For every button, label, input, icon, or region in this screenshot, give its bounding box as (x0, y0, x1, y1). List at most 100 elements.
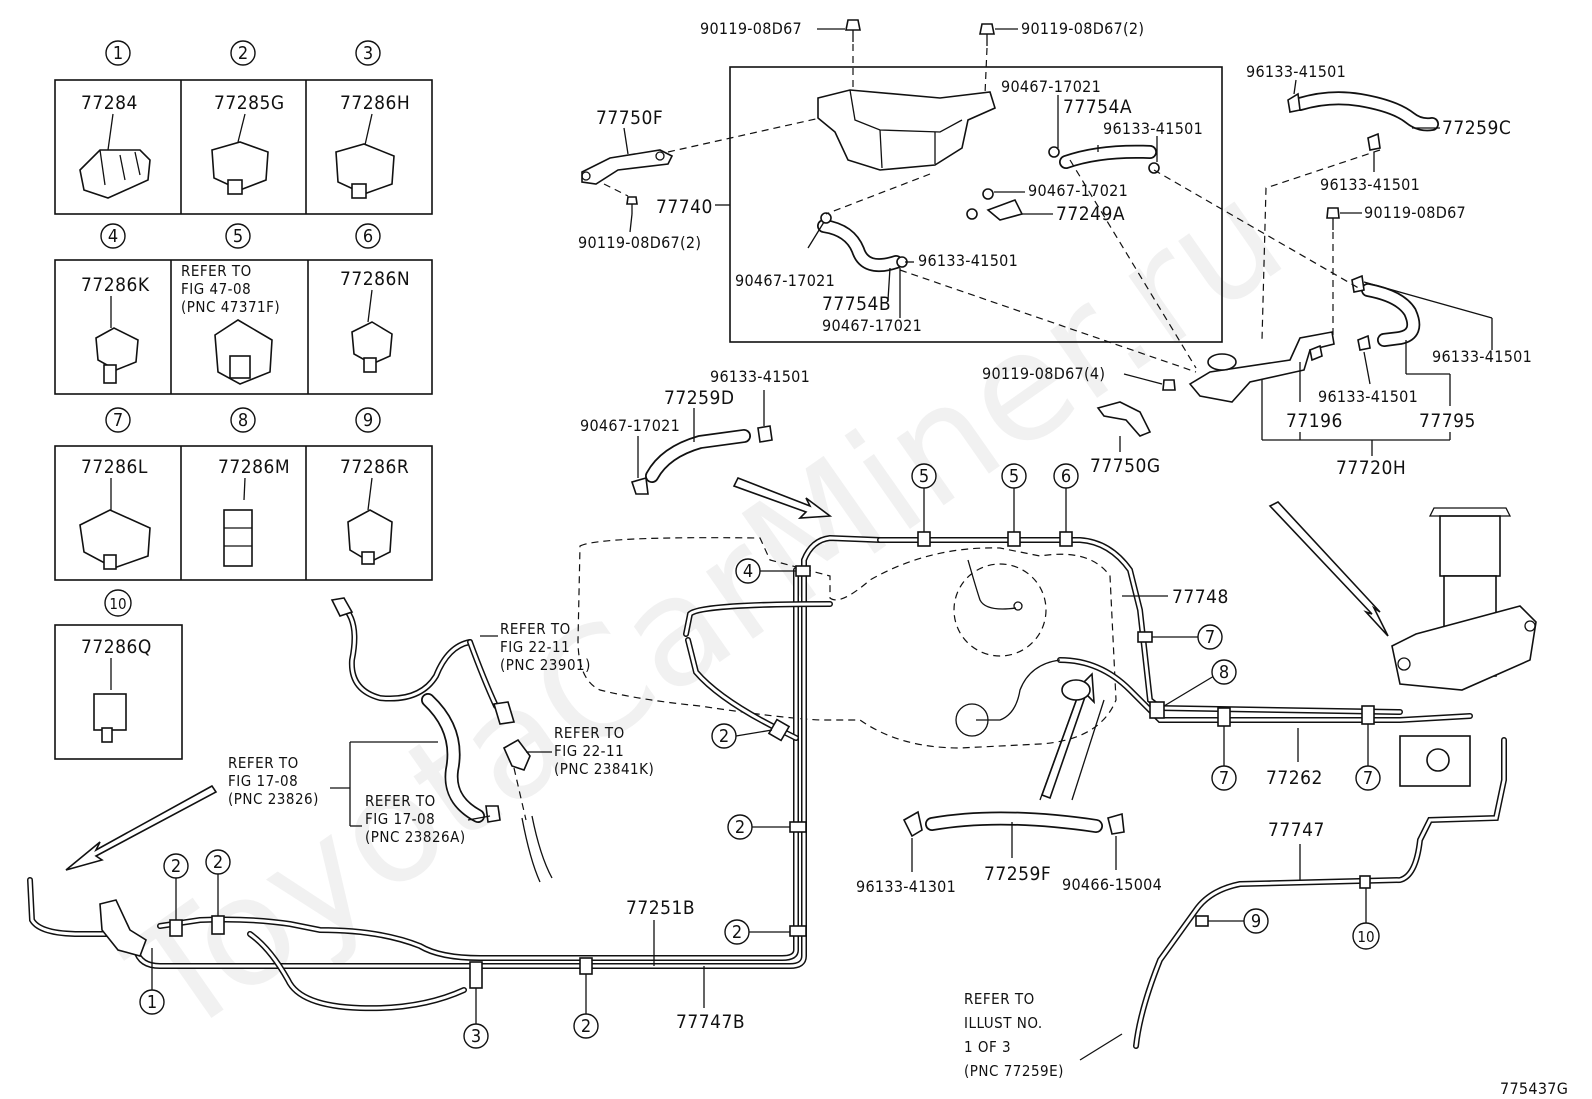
hw-96133-41501-g: 96133-41501 (710, 367, 810, 386)
svg-text:3: 3 (471, 1026, 481, 1047)
part-77249a: 77249A (1056, 203, 1125, 225)
bottom-reference: REFER TO ILLUST NO. 1 OF 3 (PNC 77259E) (964, 990, 1123, 1080)
svg-text:7: 7 (1205, 627, 1215, 648)
part-77740: 77740 (656, 196, 713, 218)
hw-90466-15004: 90466-15004 (1062, 875, 1162, 894)
clip-part-6: 77286N (340, 268, 410, 290)
hw-96133-41501-c: 96133-41501 (1246, 62, 1346, 81)
clip-refer-5-line2: FIG 47-08 (181, 280, 251, 298)
left-references: REFER TO FIG 22-11 (PNC 23901) REFER TO … (228, 597, 654, 883)
fuel-lines (27, 507, 1537, 1049)
clip-num-10: 10 (104, 589, 132, 617)
vent-group-right: 96133-41501 77259C 96133-41501 90119-08D… (825, 62, 1532, 479)
ref-23901-line2: FIG 22-11 (500, 638, 570, 656)
ref-77259e-line2: ILLUST NO. (964, 1014, 1043, 1032)
svg-text:1: 1 (113, 43, 123, 64)
top-bolts: 90119-08D67 90119-08D67(2) (700, 19, 1144, 95)
clip-icon-5 (214, 319, 273, 385)
ref-23826-line2: FIG 17-08 (228, 772, 298, 790)
part-77747: 77747 (1268, 819, 1325, 841)
clip-num-5: 5 (225, 223, 251, 249)
figure-id: 775437G (1500, 1079, 1568, 1098)
bracket-77750g (1096, 401, 1152, 437)
clip-part-3: 77286H (340, 92, 410, 114)
part-77259c: 77259C (1442, 117, 1511, 139)
ref-23901-line3: (PNC 23901) (500, 656, 591, 674)
part-77747b: 77747B (676, 1011, 745, 1033)
charcoal-canister (817, 89, 996, 171)
clip-table: 1 2 3 4 5 6 7 8 9 10 77284 77285G 77286H… (54, 40, 433, 760)
svg-text:2: 2 (719, 726, 729, 747)
svg-text:7: 7 (1363, 768, 1373, 789)
hw-90467-17021-a: 90467-17021 (1001, 77, 1101, 96)
svg-text:9: 9 (363, 410, 373, 431)
svg-text:9: 9 (1251, 911, 1261, 932)
clip-part-10: 77286Q (81, 636, 152, 658)
hose-77259f: 96133-41301 77259F 90466-15004 (856, 810, 1162, 896)
ref-77259e-line3: 1 OF 3 (964, 1038, 1011, 1056)
clip-icon-1 (79, 149, 151, 199)
ref-23841k-line3: (PNC 23841K) (554, 760, 654, 778)
ref-23841k-line1: REFER TO (554, 724, 625, 742)
hw-90467-17021-d: 90467-17021 (822, 316, 922, 335)
clip-part-8: 77286M (218, 456, 290, 478)
clip-part-1: 77284 (81, 92, 138, 114)
hw-96133-41501-d: 96133-41501 (1320, 175, 1420, 194)
clip-icon-2 (211, 141, 269, 195)
bracket-77750f: 77750F 90119-08D67(2) (578, 107, 821, 252)
clip-icon-4 (95, 327, 139, 384)
hw-90119-08d67-2-top: 90119-08D67(2) (1021, 19, 1144, 38)
svg-text:2: 2 (238, 43, 248, 64)
part-77720h: 77720H (1336, 457, 1406, 479)
svg-text:10: 10 (1357, 928, 1374, 946)
ref-23826-line3: (PNC 23826) (228, 790, 319, 808)
filler-bracket (1391, 605, 1537, 691)
svg-text:1: 1 (147, 992, 157, 1013)
vsv-77196 (1188, 331, 1335, 403)
svg-text:10: 10 (109, 595, 126, 613)
hose-77259d: 77259D 90467-17021 96133-41501 (580, 367, 810, 495)
clip-num-3: 3 (355, 40, 381, 66)
svg-text:3: 3 (363, 43, 373, 64)
svg-text:6: 6 (363, 226, 373, 247)
part-77754a: 77754A (1063, 96, 1132, 118)
clip-num-7: 7 (105, 407, 131, 433)
clip-icon-6 (351, 321, 393, 373)
ref-23826-line1: REFER TO (228, 754, 299, 772)
direction-arrows (65, 476, 1389, 871)
clip-num-4: 4 (100, 223, 126, 249)
hw-96133-41501-a: 96133-41501 (1103, 119, 1203, 138)
clip-refer-5-line1: REFER TO (181, 262, 252, 280)
clip-num-2: 2 (230, 40, 256, 66)
clip-icon-10 (93, 693, 127, 743)
svg-text:2: 2 (732, 922, 742, 943)
svg-text:2: 2 (735, 817, 745, 838)
clip-icon-7 (79, 509, 151, 570)
part-77196: 77196 (1286, 410, 1343, 432)
hw-90119-08d67-4: 90119-08D67(4) (982, 364, 1105, 383)
hw-90467-17021-b: 90467-17021 (1028, 181, 1128, 200)
clip-refer-5-line3: (PNC 47371F) (181, 298, 280, 316)
clip-callouts: 1 2 2 3 2 2 2 2 4 5 5 6 7 8 7 7 9 10 (139, 463, 1381, 1049)
hw-90119-08d67-top: 90119-08D67 (700, 19, 802, 38)
hw-96133-41301: 96133-41301 (856, 877, 956, 896)
ref-23901-line1: REFER TO (500, 620, 571, 638)
hw-90467-17021-c: 90467-17021 (735, 271, 835, 290)
hw-90467-17021-e: 90467-17021 (580, 416, 680, 435)
valve-77249a (986, 199, 1024, 221)
canister-assembly-box: 77740 90467-17021 77754A 96133-41501 (656, 66, 1223, 343)
part-77251b: 77251B (626, 897, 695, 919)
svg-text:8: 8 (238, 410, 248, 431)
svg-text:4: 4 (108, 226, 118, 247)
clip-num-9: 9 (355, 407, 381, 433)
clip-icon-3 (335, 143, 395, 199)
part-77259f: 77259F (984, 863, 1051, 885)
clip-icon-9 (347, 509, 393, 565)
ref-77259e-line1: REFER TO (964, 990, 1035, 1008)
hw-96133-41501-b: 96133-41501 (918, 251, 1018, 270)
clip-icon-8 (223, 509, 253, 567)
part-77259d: 77259D (664, 387, 735, 409)
svg-text:7: 7 (113, 410, 123, 431)
ref-23826a-line2: FIG 17-08 (365, 810, 435, 828)
part-77750g: 77750G (1090, 455, 1161, 477)
